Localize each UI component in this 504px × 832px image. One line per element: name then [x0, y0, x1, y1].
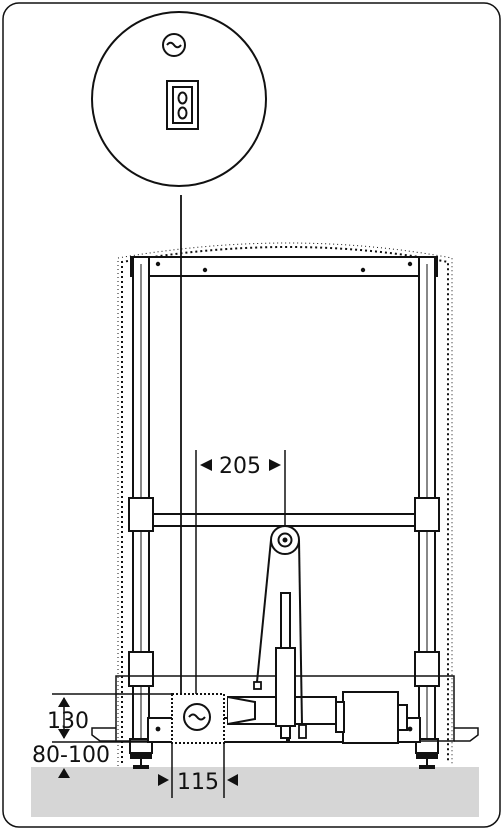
dimension-label-80-100: 80-100 [32, 743, 110, 768]
frame-right-upright [414, 256, 440, 740]
dimension-label-130: 130 [47, 709, 89, 734]
electrical-box [171, 693, 225, 744]
socket-detail-callout [91, 11, 267, 187]
frame-top-bar [130, 256, 438, 277]
actuator-cylinder [275, 592, 296, 742]
dimension-label-205: 205 [219, 454, 261, 479]
floor [31, 767, 479, 817]
dimension-label-115: 115 [177, 770, 219, 795]
dimension-box-height: 130 [47, 693, 172, 743]
frame-left-upright [128, 256, 154, 740]
frame-cross-bar [152, 513, 416, 527]
dimension-floor-clearance: 80-100 [32, 743, 110, 778]
dimension-box-width: 115 [158, 744, 238, 798]
dimension-socket-offset: 205 [195, 450, 286, 694]
pump-assembly [227, 691, 408, 744]
double-socket-icon [166, 80, 199, 130]
ac-power-icon [162, 33, 186, 57]
